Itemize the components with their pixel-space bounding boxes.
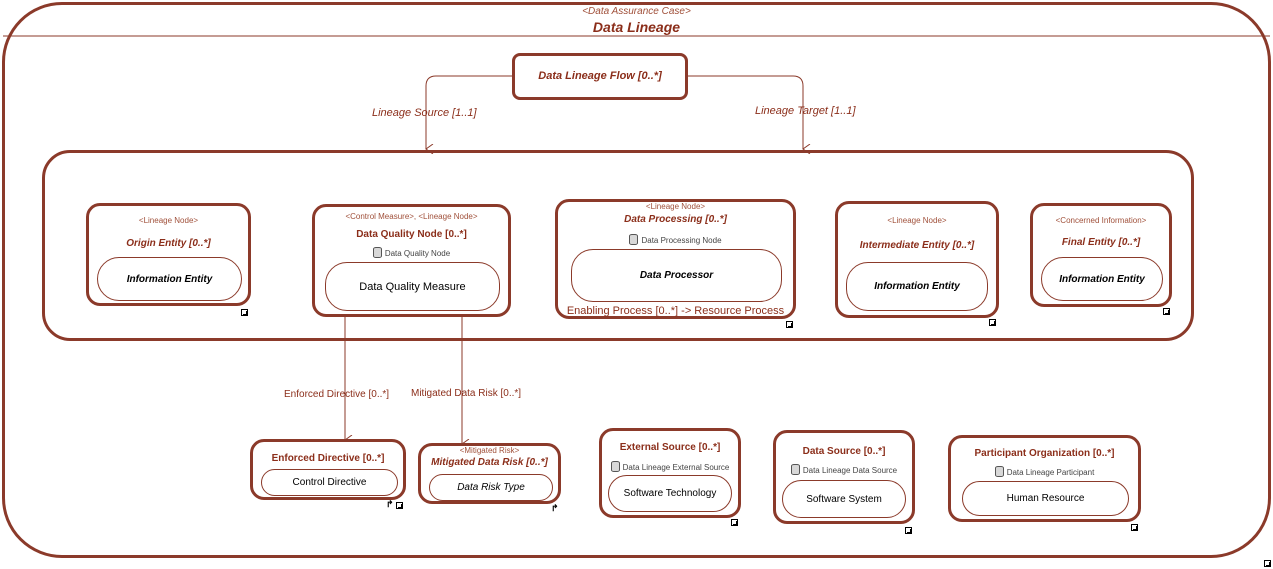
data-lineage-container[interactable]: <Data Assurance Case> Data Lineage bbox=[2, 2, 1271, 558]
intermediate-inner[interactable]: Information Entity bbox=[846, 262, 988, 311]
datasource-type-line: Data Lineage Data Source bbox=[776, 464, 912, 475]
database-icon bbox=[629, 234, 639, 245]
expand-icon[interactable] bbox=[396, 502, 403, 509]
datasource-inner[interactable]: Software System bbox=[782, 480, 906, 518]
processing-footer: Enabling Process [0..*] -> Resource Proc… bbox=[566, 305, 785, 317]
final-entity-node[interactable]: <Concerned Information> Final Entity [0.… bbox=[1030, 203, 1172, 307]
expand-icon[interactable] bbox=[731, 519, 738, 526]
expand-icon[interactable] bbox=[786, 321, 793, 328]
lineage-source-label: Lineage Source [1..1] bbox=[372, 107, 477, 119]
data-processing-node[interactable]: <Lineage Node> Data Processing [0..*] Da… bbox=[555, 199, 796, 319]
participant-type-line: Data Lineage Participant bbox=[951, 466, 1138, 477]
quality-title: Data Quality Node [0..*] bbox=[356, 229, 467, 240]
processing-title: Data Processing [0..*] bbox=[624, 214, 727, 225]
participant-inner[interactable]: Human Resource bbox=[962, 481, 1129, 516]
data-lineage-flow-node[interactable]: Data Lineage Flow [0..*] bbox=[512, 53, 688, 100]
intermediate-stereotype: <Lineage Node> bbox=[887, 216, 947, 225]
lineage-target-edge bbox=[686, 75, 803, 149]
processing-inner[interactable]: Data Processor bbox=[571, 249, 782, 302]
processing-type-line: Data Processing Node bbox=[558, 234, 793, 245]
container-stereotype: <Data Assurance Case> bbox=[582, 6, 691, 17]
data-quality-node[interactable]: <Control Measure>, <Lineage Node> Data Q… bbox=[312, 204, 511, 317]
intermediate-title: Intermediate Entity [0..*] bbox=[859, 240, 975, 251]
navigate-icon[interactable]: ↱ bbox=[551, 503, 559, 513]
final-title: Final Entity [0..*] bbox=[1061, 237, 1141, 248]
database-icon bbox=[372, 247, 382, 258]
database-icon bbox=[610, 461, 620, 472]
mitigated-risk-node[interactable]: <Mitigated Risk> Mitigated Data Risk [0.… bbox=[418, 443, 561, 504]
navigate-icon[interactable]: ↱ bbox=[386, 499, 394, 509]
expand-icon[interactable] bbox=[241, 309, 248, 316]
expand-icon[interactable] bbox=[1264, 560, 1271, 567]
datasource-title: Data Source [0..*] bbox=[802, 446, 886, 457]
expand-icon[interactable] bbox=[905, 527, 912, 534]
database-icon bbox=[994, 466, 1004, 477]
external-type-line: Data Lineage External Source bbox=[602, 461, 738, 472]
mitigated-risk-label: Mitigated Data Risk [0..*] bbox=[411, 388, 522, 399]
external-source-node[interactable]: External Source [0..*] Data Lineage Exte… bbox=[599, 428, 741, 518]
quality-stereotype: <Control Measure>, <Lineage Node> bbox=[345, 212, 478, 221]
quality-type-line: Data Quality Node bbox=[315, 247, 508, 258]
processing-stereotype: <Lineage Node> bbox=[645, 202, 706, 211]
participant-title: Participant Organization [0..*] bbox=[974, 448, 1115, 459]
enforced-directive-node[interactable]: Enforced Directive [0..*] Control Direct… bbox=[250, 439, 406, 500]
expand-icon[interactable] bbox=[989, 319, 996, 326]
external-inner[interactable]: Software Technology bbox=[608, 475, 732, 512]
lineage-source-edge bbox=[426, 75, 514, 149]
final-stereotype: <Concerned Information> bbox=[1055, 216, 1147, 225]
expand-icon[interactable] bbox=[1163, 308, 1170, 315]
final-inner[interactable]: Information Entity bbox=[1041, 257, 1163, 301]
data-source-node[interactable]: Data Source [0..*] Data Lineage Data Sou… bbox=[773, 430, 915, 524]
origin-title: Origin Entity [0..*] bbox=[126, 238, 211, 249]
enforced-inner[interactable]: Control Directive bbox=[261, 469, 398, 496]
quality-inner[interactable]: Data Quality Measure bbox=[325, 262, 500, 311]
origin-entity-node[interactable]: <Lineage Node> Origin Entity [0..*] Info… bbox=[86, 203, 251, 306]
mitigated-inner[interactable]: Data Risk Type bbox=[429, 474, 553, 501]
enforced-directive-label: Enforced Directive [0..*] bbox=[284, 389, 390, 400]
database-icon bbox=[790, 464, 800, 475]
expand-icon[interactable] bbox=[1131, 524, 1138, 531]
mitigated-title: Mitigated Data Risk [0..*] bbox=[431, 457, 548, 468]
origin-stereotype: <Lineage Node> bbox=[138, 216, 199, 225]
external-title: External Source [0..*] bbox=[619, 442, 721, 453]
mitigated-stereotype: <Mitigated Risk> bbox=[459, 446, 520, 455]
participant-organization-node[interactable]: Participant Organization [0..*] Data Lin… bbox=[948, 435, 1141, 522]
lineage-target-label: Lineage Target [1..1] bbox=[755, 105, 856, 117]
lineage-nodes-group[interactable] bbox=[42, 150, 1194, 341]
origin-inner[interactable]: Information Entity bbox=[97, 257, 242, 301]
flow-title: Data Lineage Flow [0..*] bbox=[538, 70, 662, 82]
enforced-title: Enforced Directive [0..*] bbox=[271, 453, 385, 464]
intermediate-entity-node[interactable]: <Lineage Node> Intermediate Entity [0..*… bbox=[835, 201, 999, 318]
container-title: Data Lineage bbox=[592, 19, 681, 35]
